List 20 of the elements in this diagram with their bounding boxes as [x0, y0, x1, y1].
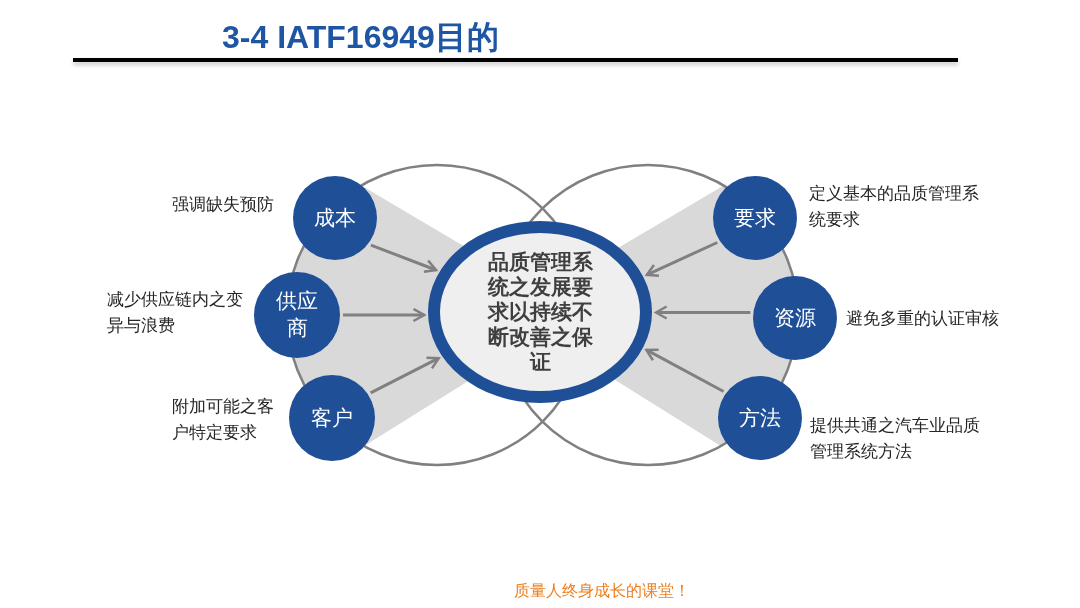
description-text: 减少供应链内之变异与浪费: [107, 289, 244, 337]
arrow: [369, 356, 440, 395]
description-text: 提供共通之汽车业品质管理系统方法: [810, 415, 980, 463]
arrow: [645, 241, 718, 278]
arrow: [645, 348, 725, 393]
arrow: [654, 305, 751, 320]
description-text: 避免多重的认证审核: [846, 308, 1000, 330]
arrow: [343, 307, 426, 323]
arrow: [370, 243, 438, 274]
topic-label: 资源: [773, 304, 817, 332]
topic-label: 成本: [313, 204, 357, 232]
description-text: 定义基本的品质管理系统要求: [809, 183, 979, 231]
description-text: 附加可能之客户特定要求: [172, 396, 275, 444]
footer-slogan: 质量人终身成长的课堂！: [514, 580, 690, 602]
topic-label: 要求: [733, 204, 777, 232]
topic-label: 供应商: [275, 288, 319, 342]
topic-label: 客户: [310, 404, 354, 432]
topic-label: 方法: [738, 404, 782, 432]
description-text: 强调缺失预防: [172, 194, 275, 216]
slide-title: 3-4 IATF16949目的: [222, 18, 499, 57]
